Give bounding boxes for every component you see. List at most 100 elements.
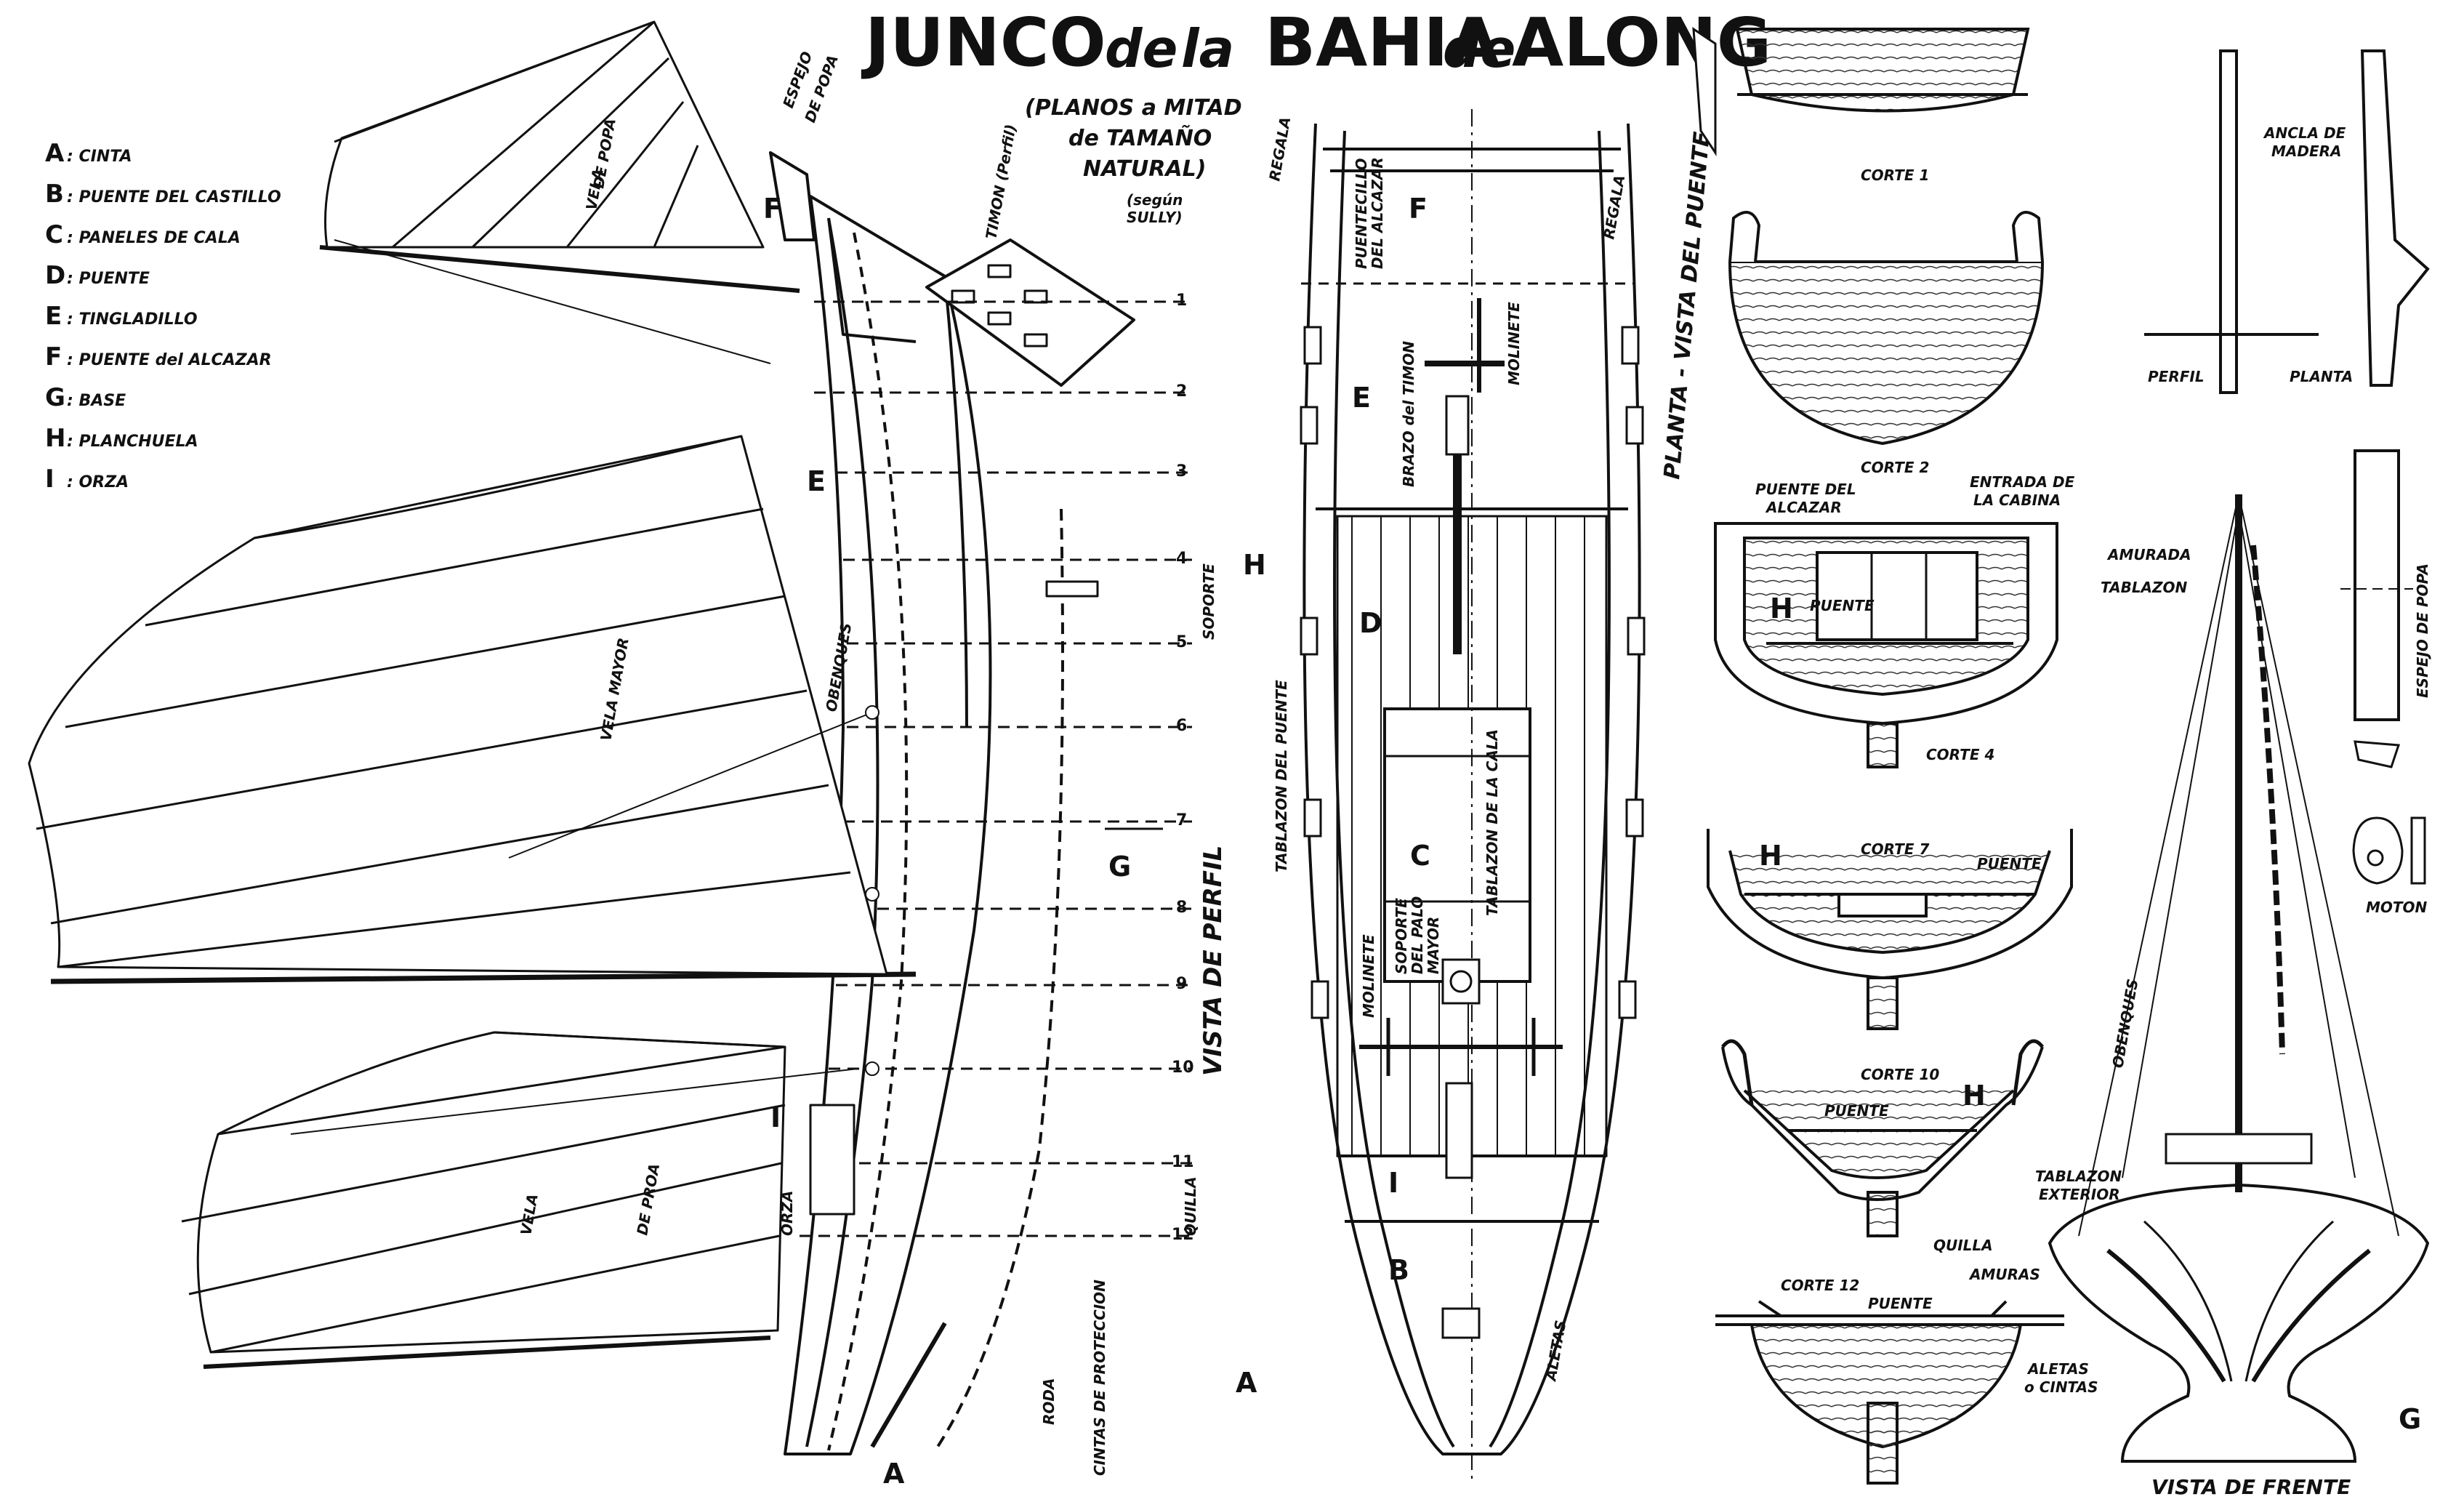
espejo-detail-label: ESPEJO DE POPA	[2414, 563, 2431, 698]
plan-mast-step	[1441, 958, 1481, 1005]
plan-letter-b: B	[1388, 1254, 1409, 1286]
plan-tablazon-puente: TABLAZON DEL PUENTE	[1273, 680, 1290, 872]
tablazon-label: TABLAZON	[2101, 579, 2188, 596]
station-12: 12	[1172, 1226, 1194, 1244]
title-de-2: de	[1443, 18, 1515, 79]
title-de: de	[1105, 18, 1177, 79]
profile-letter-e: E	[807, 465, 826, 497]
title-junco: JUNCO	[861, 4, 1106, 81]
orza-label: ORZA	[778, 1191, 796, 1236]
section-letter-h-3: H	[1962, 1080, 1986, 1112]
corte-1-label: CORTE 1	[1861, 166, 1929, 184]
plan-tablazon-cala: TABLAZON DE LA CALA	[1483, 729, 1501, 916]
profile-letter-a: A	[883, 1458, 905, 1490]
plan-regala-left: REGALA	[1265, 116, 1294, 182]
subtitle-line-4: (según	[1127, 191, 1183, 209]
plan-orza-slot	[1445, 1082, 1473, 1179]
profile-cabin	[827, 217, 917, 343]
title: JUNCO de la BAHIA de ALONG	[861, 4, 1771, 81]
plan-letter-i: I	[1388, 1167, 1398, 1199]
mast-fore	[203, 1336, 771, 1369]
plan-letter-c: C	[1410, 840, 1430, 872]
station-lines	[800, 300, 1192, 1237]
corte-2-label: CORTE 2	[1861, 459, 1929, 476]
station-6: 6	[1176, 717, 1187, 735]
front-view	[2048, 494, 2430, 1463]
legend-key-h: H	[45, 424, 65, 453]
section-quilla-label: QUILLA	[1933, 1237, 1993, 1254]
stern-mirror-detail	[2340, 449, 2413, 721]
legend-key-i: I	[45, 465, 55, 494]
corte-10-label: CORTE 10	[1861, 1066, 1939, 1083]
quilla-label: QUILLA	[1182, 1176, 1199, 1236]
mast-aft	[319, 245, 800, 293]
legend-text-d: : PUENTE	[67, 270, 150, 288]
plan-letter-d: D	[1359, 607, 1382, 639]
legend-text-e: : TINGLADILLO	[67, 310, 198, 329]
corte-10	[1721, 1039, 2044, 1237]
anchor-profile	[2144, 49, 2319, 394]
corte-4	[1714, 522, 2058, 768]
puente-label-2: PUENTE	[1977, 855, 2042, 872]
legend-text-i: : ORZA	[67, 473, 129, 491]
legend-key-f: F	[45, 342, 62, 372]
front-obenques-label: OBENQUES	[2109, 978, 2141, 1069]
profile-orza	[809, 1104, 855, 1216]
corte-12-label: CORTE 12	[1781, 1277, 1859, 1294]
title-bahia: BAHIA	[1265, 4, 1500, 81]
shrouds	[290, 239, 879, 1135]
subtitle: (PLANOS a MITAD de TAMAÑO NATURAL) (segú…	[1025, 95, 1242, 226]
station-2: 2	[1176, 382, 1187, 401]
sail-fore	[181, 1031, 786, 1354]
profile-view	[28, 20, 1192, 1455]
plan-letter-f: F	[1409, 193, 1428, 225]
tablazon-exterior-label-1: TABLAZON	[2035, 1168, 2122, 1185]
cross-sections	[1692, 27, 2073, 1485]
mast-main	[50, 971, 917, 984]
corte-7	[1707, 829, 2073, 1030]
puente-alcazar-label-2: ALCAZAR	[1765, 499, 1842, 516]
plan-brazo-timon: BRAZO del TIMON	[1400, 341, 1417, 487]
aletas-label-1: ALETAS	[2026, 1360, 2089, 1378]
legend-key-b: B	[45, 180, 64, 209]
aletas-label-2: o CINTAS	[2024, 1378, 2098, 1396]
station-10: 10	[1172, 1059, 1194, 1077]
profile-letter-i: I	[770, 1101, 781, 1133]
profile-view-title: VISTA DE PERFIL	[1199, 846, 1228, 1076]
plan-puentecillo-1: PUENTECILLO	[1353, 158, 1370, 270]
ancla-label-1: ANCLA DE	[2263, 124, 2346, 142]
soporte-label: SOPORTE	[1200, 563, 1217, 640]
legend-key-a: A	[45, 139, 65, 168]
section-letter-h-2: H	[1759, 840, 1782, 872]
plan-molinete-aft: MOLINETE	[1505, 302, 1523, 385]
timon-label: TIMON (Perfil)	[982, 123, 1019, 241]
title-along: ALONG	[1512, 4, 1771, 81]
profile-letter-g: G	[1108, 851, 1131, 883]
puente-label-4: PUENTE	[1868, 1295, 1933, 1312]
plan-letter-h: H	[1243, 549, 1266, 581]
subtitle-line-1: (PLANOS a MITAD	[1025, 95, 1242, 121]
tablazon-exterior-label-2: EXTERIOR	[2039, 1186, 2120, 1203]
entrada-cabina-label-1: ENTRADA DE	[1970, 473, 2075, 491]
puente-label-1: PUENTE	[1810, 597, 1875, 614]
station-4: 4	[1176, 550, 1187, 568]
detail-drawings	[2048, 49, 2430, 1463]
section-letter-h-1: H	[1770, 593, 1793, 625]
profile-rudder	[925, 238, 1135, 387]
subtitle-line-5: SULLY)	[1127, 209, 1183, 226]
section-labels: CORTE 1 CORTE 2 PUENTE DEL ALCAZAR ENTRA…	[1755, 166, 2191, 1396]
amuras-label: AMURAS	[1968, 1266, 2040, 1283]
plan-letter-a: A	[1236, 1367, 1257, 1399]
front-view-title: VISTA DE FRENTE	[2151, 1475, 2351, 1499]
block-moton	[2352, 816, 2426, 885]
legend-key-d: D	[45, 261, 65, 290]
corte-4-label: CORTE 4	[1926, 746, 1994, 763]
subtitle-line-3: NATURAL)	[1083, 156, 1206, 182]
sail-main	[28, 435, 888, 976]
station-numbers: 1 2 3 4 5 6 7 8 9 10 11 12	[1172, 292, 1194, 1244]
plan-puentecillo-2: DEL ALCAZAR	[1369, 157, 1386, 269]
cintas-label: CINTAS DE PROTECCION	[1091, 1280, 1108, 1476]
station-5: 5	[1176, 633, 1187, 651]
title-la: la	[1181, 18, 1234, 79]
